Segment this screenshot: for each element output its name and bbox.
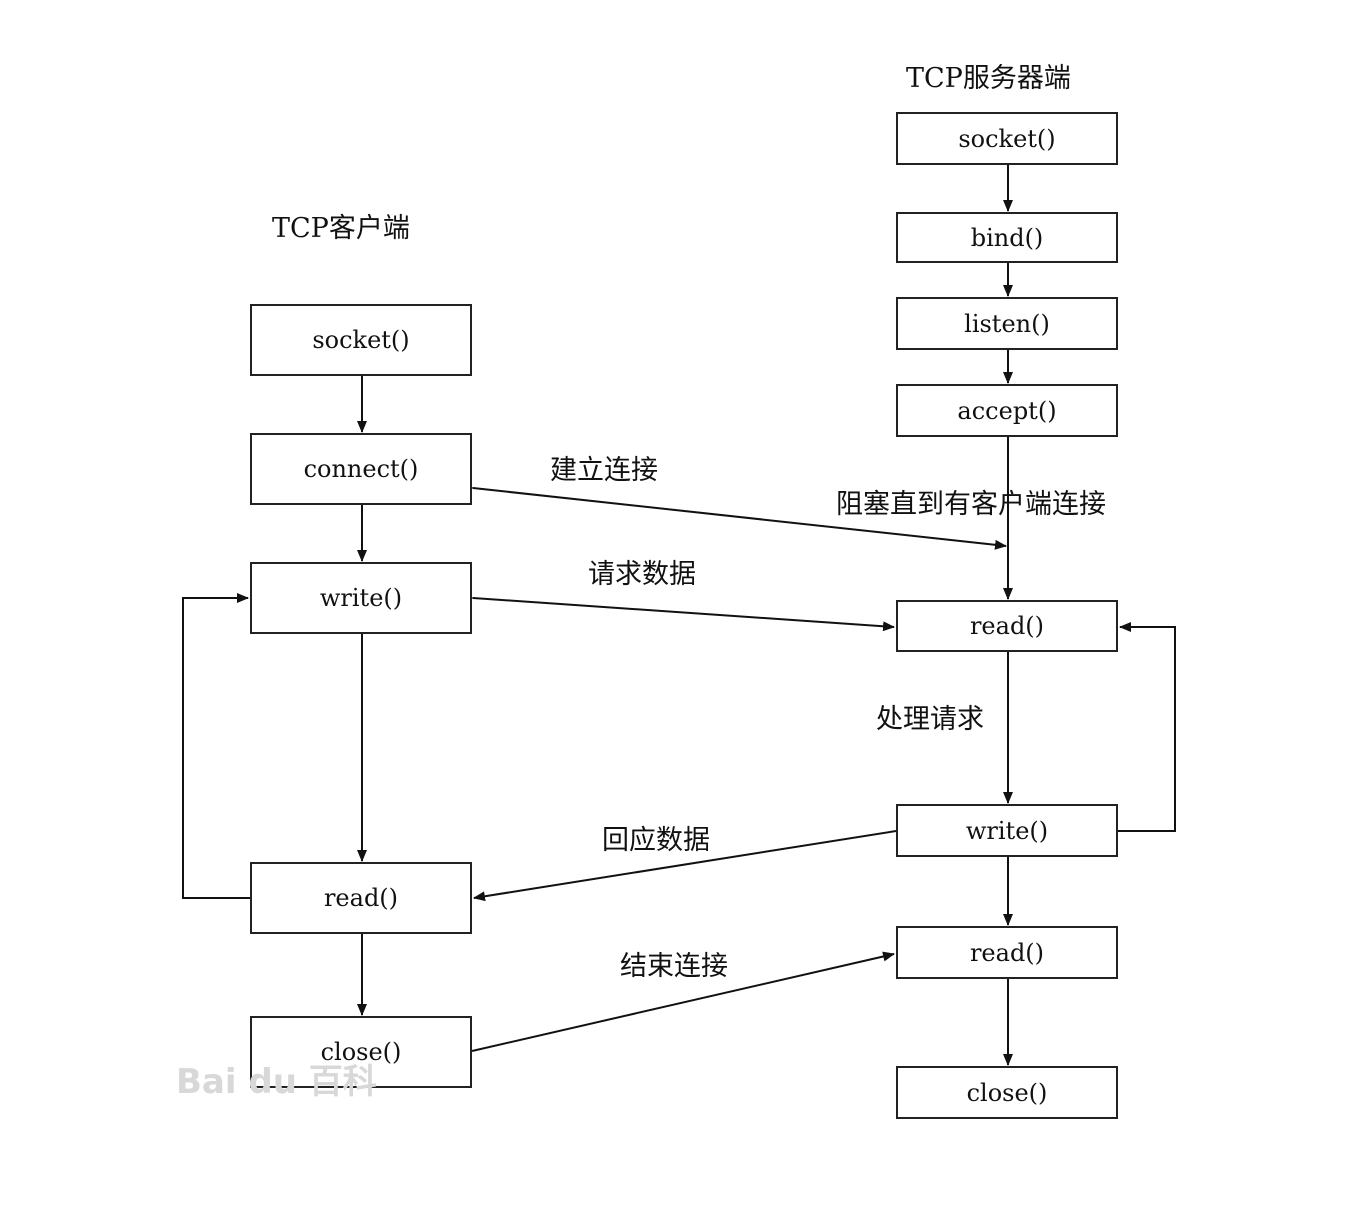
establish-connection-label: 建立连接: [550, 455, 658, 486]
request-data-arrow: [461, 592, 895, 632]
server-close-box: close(): [896, 1066, 1118, 1119]
baidu-watermark: Bai du 百科: [176, 1062, 377, 1102]
client-write-box: write(): [250, 562, 472, 634]
client-connect-box: connect(): [250, 433, 472, 505]
server-write-box: write(): [896, 804, 1118, 857]
process-request-label: 处理请求: [876, 704, 984, 735]
response-data-arrow: [473, 830, 897, 902]
server-accept-box: accept(): [896, 384, 1118, 437]
end-connection-arrow: [471, 951, 895, 1052]
establish-connection-arrow: [461, 481, 1007, 550]
response-data-label: 回应数据: [602, 825, 710, 856]
server-bind-box: bind(): [896, 212, 1118, 263]
server-loop-write-to-read: [1118, 622, 1176, 832]
server-listen-box: listen(): [896, 297, 1118, 350]
client-read-box: read(): [250, 862, 472, 934]
server-title: TCP服务器端: [906, 63, 1071, 94]
server-read-2-box: read(): [896, 926, 1118, 979]
end-connection-label: 结束连接: [620, 951, 728, 982]
client-loop-read-to-write: [182, 593, 250, 899]
request-data-label: 请求数据: [588, 559, 696, 590]
client-socket-box: socket(): [250, 304, 472, 376]
client-title: TCP客户端: [272, 213, 410, 244]
server-read-box: read(): [896, 600, 1118, 652]
server-socket-box: socket(): [896, 112, 1118, 165]
blocked-label: 阻塞直到有客户端连接: [836, 489, 1106, 520]
client-close-box: close(): [250, 1016, 472, 1088]
